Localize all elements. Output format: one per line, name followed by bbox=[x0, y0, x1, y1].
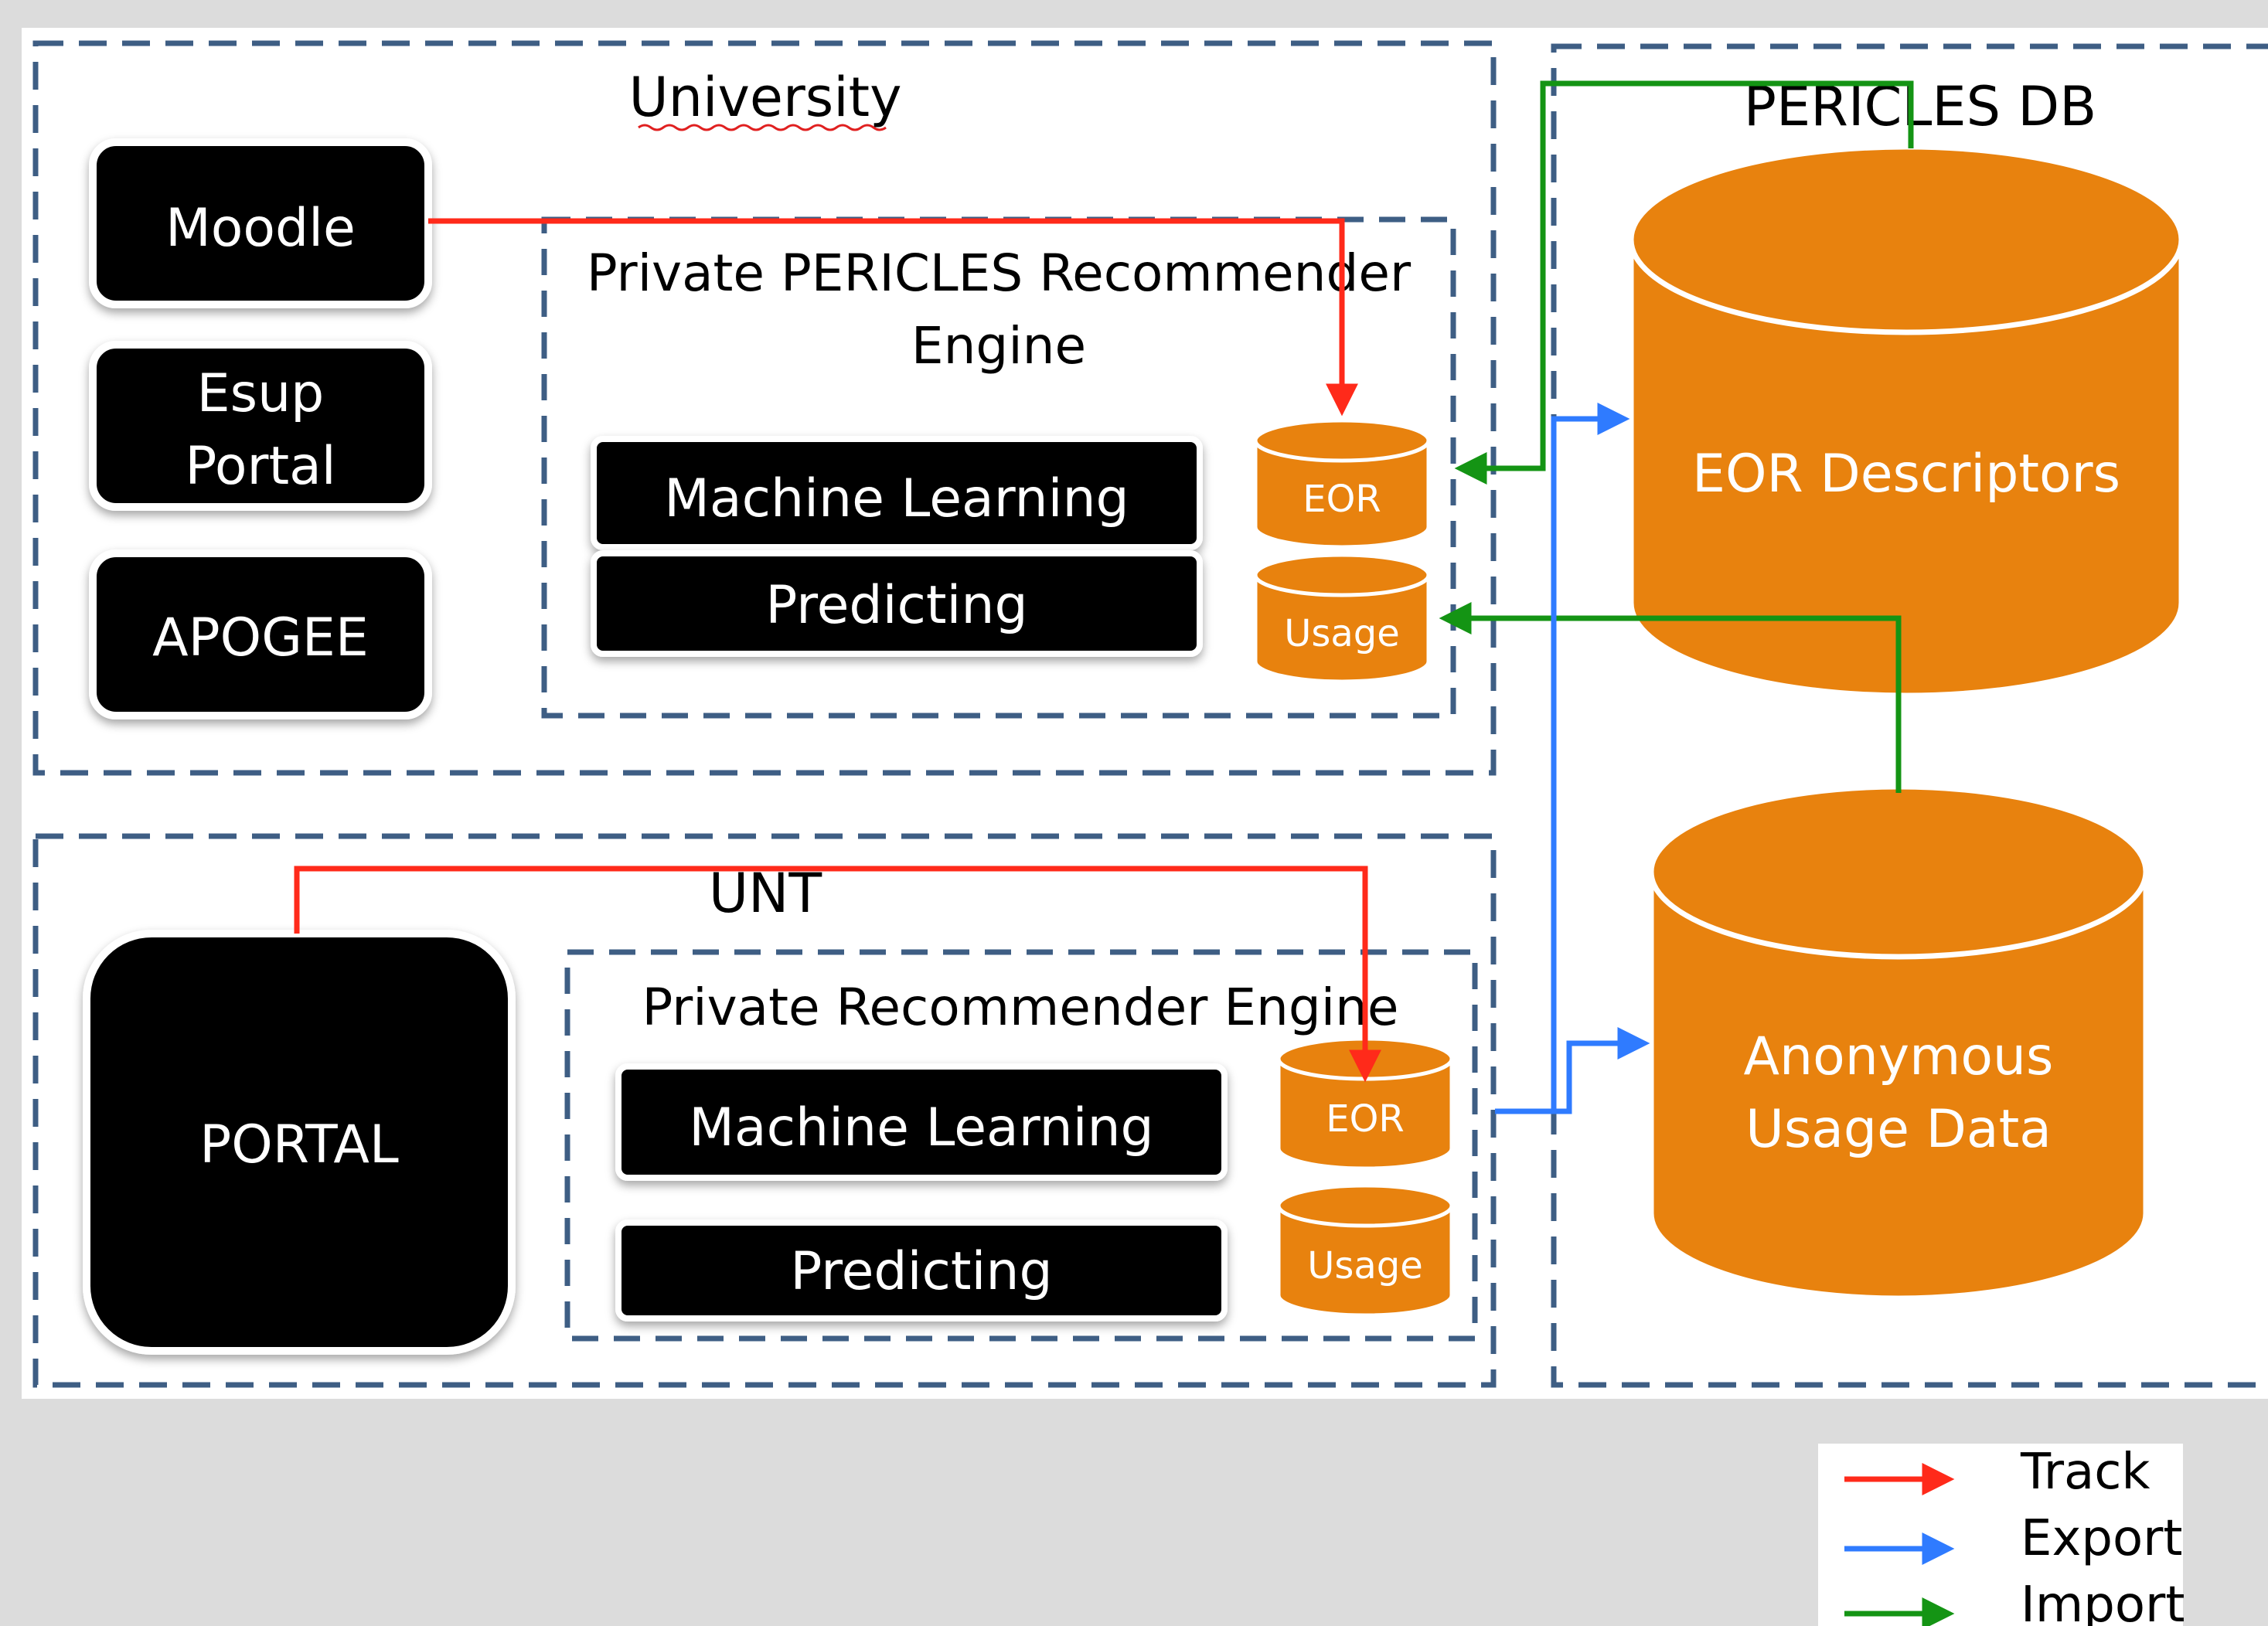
unt-zone bbox=[32, 833, 1497, 1388]
unt-engine-title: Private Recommender Engine bbox=[642, 978, 1398, 1037]
moodle-block[interactable]: Moodle bbox=[89, 138, 432, 308]
unt-usage-cylinder: Usage bbox=[1276, 1183, 1454, 1318]
legend: Track Export Import bbox=[1818, 1444, 2185, 1626]
university-usage-cylinder: Usage bbox=[1253, 553, 1431, 684]
portal-block[interactable]: PORTAL bbox=[83, 930, 516, 1355]
anonymous-usage-data-cylinder: Anonymous Usage Data bbox=[1648, 784, 2149, 1301]
university-engine-title-line2: Engine bbox=[911, 316, 1086, 376]
university-ml-block[interactable]: Machine Learning bbox=[591, 436, 1203, 550]
university-zone bbox=[32, 40, 1497, 776]
pericles-db-zone bbox=[1551, 43, 2268, 1388]
svg-text:APOGEE: APOGEE bbox=[152, 607, 369, 668]
university-engine-title-line1: Private PERICLES Recommender bbox=[587, 243, 1412, 303]
svg-text:Predicting: Predicting bbox=[765, 575, 1027, 636]
legend-track-label: Track bbox=[2020, 1444, 2150, 1501]
eor-descriptors-cylinder: EOR Descriptors bbox=[1628, 144, 2185, 699]
svg-text:EOR Descriptors: EOR Descriptors bbox=[1692, 444, 2120, 505]
svg-text:PORTAL: PORTAL bbox=[199, 1114, 399, 1175]
legend-import-label: Import bbox=[2021, 1577, 2185, 1626]
svg-text:EOR: EOR bbox=[1326, 1097, 1404, 1141]
svg-text:Usage: Usage bbox=[1284, 612, 1400, 655]
svg-text:Machine Learning: Machine Learning bbox=[664, 468, 1129, 529]
track-arrow-portal bbox=[294, 866, 1381, 1083]
university-eor-cylinder: EOR bbox=[1253, 418, 1431, 549]
export-arrow-usage-data bbox=[1495, 1027, 1650, 1114]
university-title: University bbox=[628, 66, 901, 129]
import-arrow-eor bbox=[1454, 80, 1914, 485]
unt-title: UNT bbox=[709, 862, 822, 925]
import-arrow-usage bbox=[1439, 602, 1902, 793]
university-predicting-block[interactable]: Predicting bbox=[591, 550, 1203, 657]
apogee-block[interactable]: APOGEE bbox=[89, 549, 432, 719]
legend-export-label: Export bbox=[2021, 1510, 2183, 1567]
unt-ml-block[interactable]: Machine Learning bbox=[615, 1063, 1228, 1181]
university-engine-zone bbox=[541, 216, 1456, 719]
svg-text:Predicting: Predicting bbox=[790, 1241, 1052, 1302]
unt-engine-zone bbox=[564, 949, 1478, 1342]
track-arrow-moodle bbox=[428, 218, 1358, 417]
unt-predicting-block[interactable]: Predicting bbox=[615, 1220, 1228, 1322]
anonymous-label-line1: Anonymous bbox=[1744, 1026, 2054, 1087]
svg-text:Usage: Usage bbox=[1307, 1244, 1423, 1288]
svg-text:Moodle: Moodle bbox=[165, 198, 356, 259]
svg-text:Machine Learning: Machine Learning bbox=[689, 1097, 1153, 1158]
anonymous-label-line2: Usage Data bbox=[1745, 1099, 2052, 1160]
svg-text:EOR: EOR bbox=[1303, 478, 1381, 521]
